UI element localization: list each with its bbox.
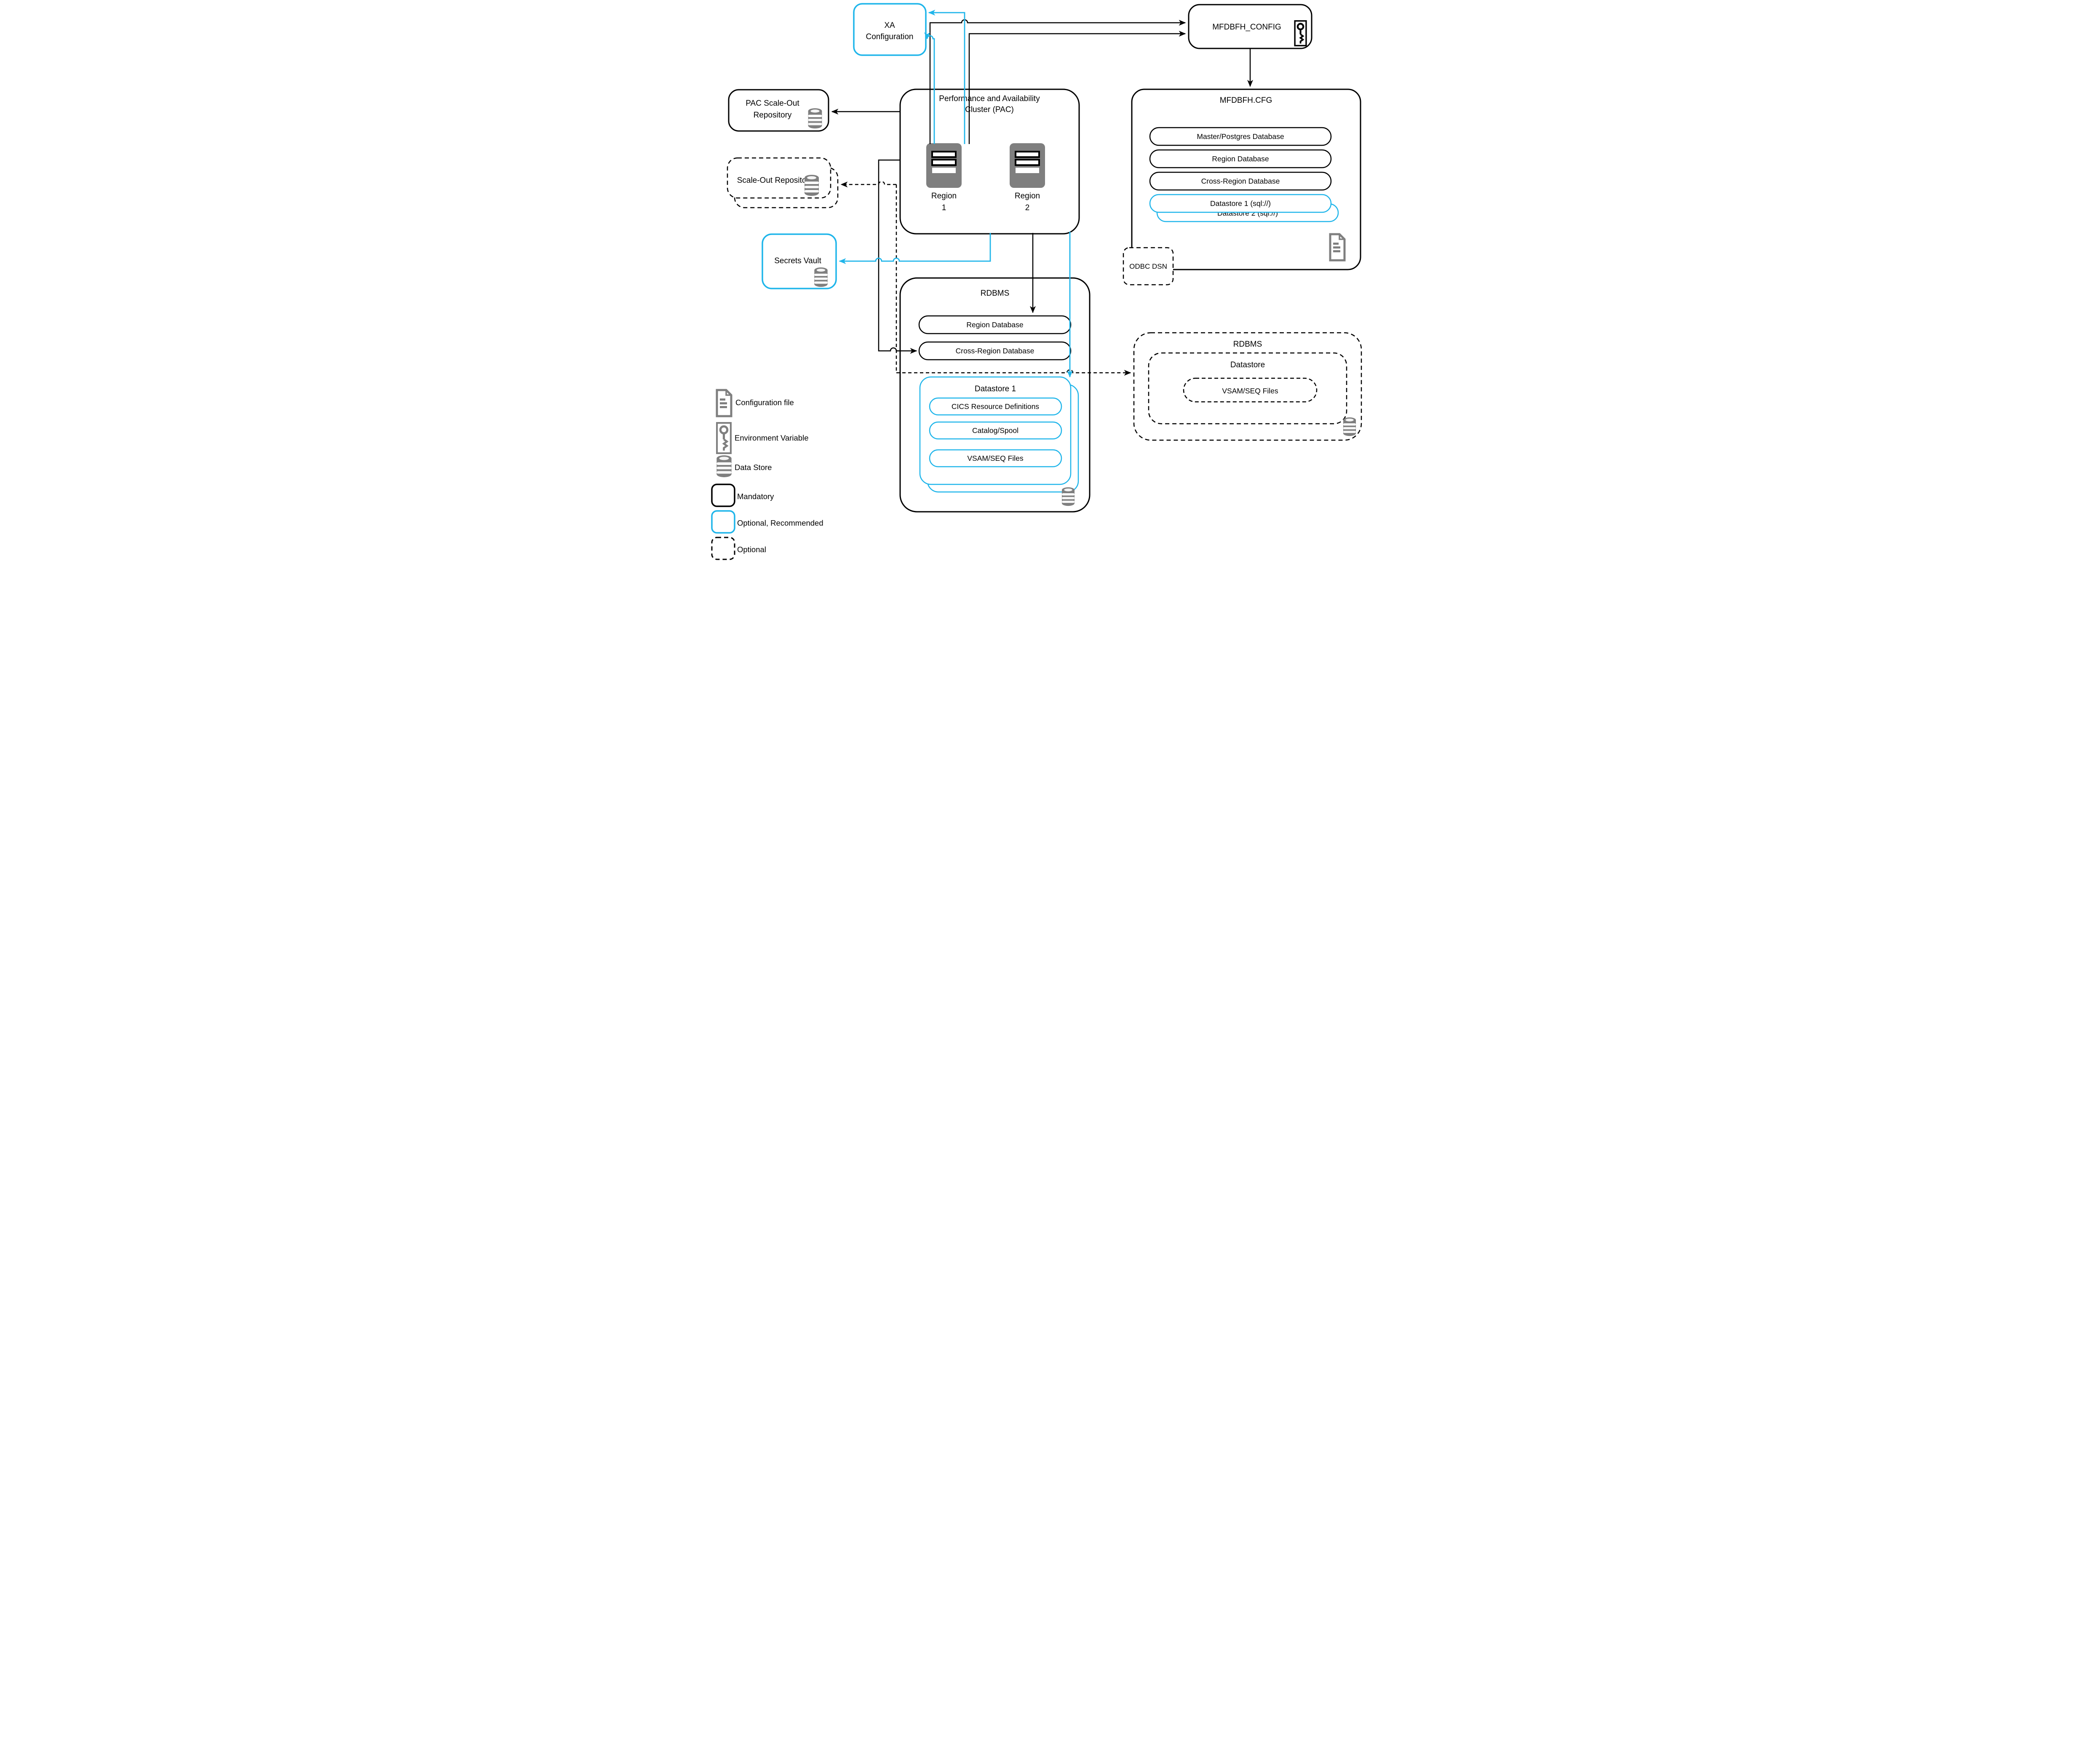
region-database-label: Region Database — [1212, 155, 1269, 163]
legend-optional-recommended-swatch — [711, 510, 735, 534]
legend-configuration-file-label: Configuration file — [735, 398, 794, 407]
legend-mandatory-label: Mandatory — [737, 492, 774, 501]
catalog-spool-label: Catalog/Spool — [972, 426, 1018, 435]
datastore-title: Datastore — [1230, 361, 1264, 369]
region-1-label-line2: 1 — [941, 203, 946, 212]
architecture-diagram: XA Configuration MFDBFH_CONFIG PAC Scale… — [708, 0, 1369, 561]
xa-configuration-label-line1: XA — [884, 21, 895, 30]
pac-scale-out-repository-label-line1: PAC Scale-Out — [746, 99, 799, 108]
rdbms-right-title: RDBMS — [1233, 340, 1262, 349]
pac-scale-out-repository-node: PAC Scale-Out Repository — [728, 89, 829, 132]
datastore-1-pill — [1149, 194, 1331, 213]
cross-region-database-pill — [918, 341, 1071, 361]
legend-optional-label: Optional — [737, 545, 766, 554]
arrow-region2-to-xa-configuration — [928, 10, 965, 144]
legend-optional-recommended-label: Optional, Recommended — [737, 519, 823, 527]
odbc-dsn-node: ODBC DSN — [1123, 247, 1173, 286]
cross-region-database-pill — [1149, 171, 1331, 191]
region-database-label: Region Database — [966, 321, 1023, 329]
legend-optional-swatch — [711, 537, 735, 560]
legend-data-store-label: Data Store — [735, 463, 772, 472]
datastore-1-label: Datastore 1 (sql://) — [1210, 199, 1271, 208]
odbc-dsn-label: ODBC DSN — [1129, 262, 1167, 270]
database-icon — [1061, 487, 1075, 506]
pac-title-line2: Cluster (PAC) — [965, 105, 1014, 114]
xa-configuration-node: XA Configuration — [853, 3, 927, 56]
legend-environment-variable-label: Environment Variable — [735, 433, 809, 442]
cross-region-database-label: Cross-Region Database — [955, 347, 1034, 355]
region-database-pill — [1149, 149, 1331, 168]
region-1-label-line1: Region — [931, 192, 956, 200]
legend-mandatory-swatch — [711, 484, 735, 507]
datastore-1-title: Datastore 1 — [974, 385, 1016, 393]
vsam-seq-files-pill — [1183, 377, 1317, 403]
pac-cluster-node: Performance and Availability Cluster (PA… — [899, 88, 1080, 235]
connectors — [831, 10, 1253, 378]
database-icon — [808, 108, 822, 129]
database-icon — [804, 175, 819, 196]
vsam-seq-files-label: VSAM/SEQ Files — [1222, 387, 1278, 395]
pac-cluster-box — [899, 88, 1080, 235]
rdbms-right-node: RDBMS Datastore VSAM/SEQ Files — [1133, 332, 1362, 441]
data-store-icon — [716, 455, 732, 477]
mfdbfh-config-node: MFDBFH_CONFIG — [1188, 4, 1312, 49]
xa-configuration-box — [853, 3, 927, 56]
database-icon — [814, 267, 828, 287]
odbc-dsn-box — [1123, 247, 1173, 286]
master-postgres-database-label: Master/Postgres Database — [1197, 132, 1284, 141]
cics-resource-definitions-label: CICS Resource Definitions — [951, 402, 1039, 411]
master-postgres-database-pill — [1149, 127, 1331, 146]
environment-variable-icon — [717, 423, 731, 453]
mfdbfh-cfg-node: MFDBFH.CFG Master/Postgres Database Regi… — [1131, 88, 1361, 270]
secrets-vault-node: Secrets Vault — [761, 233, 837, 289]
arrow-region1-to-xa-configuration — [924, 32, 935, 144]
cics-resource-definitions-pill — [929, 397, 1062, 416]
catalog-spool-pill — [929, 421, 1062, 440]
arrow-region2-to-mfdbfh-config — [968, 31, 1186, 144]
database-icon — [1343, 417, 1356, 436]
vsam-seq-files-label: VSAM/SEQ Files — [967, 454, 1023, 462]
diagram-svg: XA Configuration MFDBFH_CONFIG PAC Scale… — [711, 3, 1362, 560]
region-2-label-line2: 2 — [1025, 203, 1029, 212]
cross-region-database-label: Cross-Region Database — [1201, 177, 1280, 185]
region-database-pill — [918, 315, 1071, 334]
region-1-server-icon — [926, 143, 962, 188]
pac-title-line1: Performance and Availability — [939, 94, 1040, 103]
arrow-pac-to-secrets-vault — [839, 233, 991, 264]
configuration-file-icon — [717, 390, 731, 416]
environment-variable-icon — [1295, 21, 1306, 46]
mfdbfh-cfg-title: MFDBFH.CFG — [1219, 96, 1272, 105]
vsam-seq-files-pill — [929, 449, 1062, 468]
rdbms-center-title: RDBMS — [980, 289, 1009, 298]
scale-out-repository-node: Scale-Out Repository — [727, 157, 838, 208]
region-2-label-line1: Region — [1014, 192, 1040, 200]
secrets-vault-label: Secrets Vault — [774, 257, 821, 265]
xa-configuration-label-line2: Configuration — [866, 32, 913, 41]
pac-scale-out-repository-box — [728, 89, 829, 132]
configuration-file-icon — [1330, 234, 1345, 260]
rdbms-center-node: RDBMS Region Database Cross-Region Datab… — [899, 277, 1090, 513]
scale-out-repository-label: Scale-Out Repository — [737, 176, 813, 185]
legend: Configuration file Environment Variable … — [711, 390, 823, 560]
mfdbfh-config-label: MFDBFH_CONFIG — [1212, 23, 1281, 32]
region-2-server-icon — [1009, 143, 1045, 188]
pac-scale-out-repository-label-line2: Repository — [753, 111, 791, 120]
arrow-dashed-to-scale-out-repository — [840, 181, 896, 187]
